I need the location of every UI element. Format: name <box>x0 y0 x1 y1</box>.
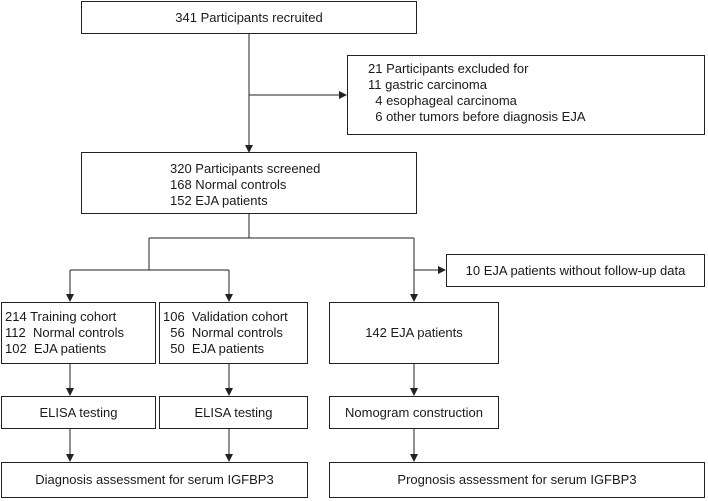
excluded-line: 4 esophageal carcinoma <box>368 93 517 108</box>
excluded-line: 11 gastric carcinoma <box>368 77 487 92</box>
recruited-text: 341 Participants recruited <box>175 9 323 25</box>
validation-line: 106 Validation cohort <box>163 309 288 324</box>
validation-line: 56 Normal controls <box>163 325 283 340</box>
excluded-box: 21 Participants excluded for 11 gastric … <box>347 55 705 135</box>
screened-line: 320 Participants screened <box>170 161 321 176</box>
no-followup-box: 10 EJA patients without follow-up data <box>446 254 705 287</box>
elisa-testing-training-box: ELISA testing <box>1 396 156 429</box>
screened-line: 168 Normal controls <box>170 177 287 192</box>
diagnosis-assessment-box: Diagnosis assessment for serum IGFBP3 <box>1 462 308 498</box>
prognosis-cohort-box: 142 EJA patients <box>329 302 499 364</box>
screened-box: 320 Participants screened 168 Normal con… <box>81 152 417 214</box>
recruited-box: 341 Participants recruited <box>81 1 417 34</box>
nomogram-construction-box: Nomogram construction <box>329 396 499 429</box>
no-followup-text: 10 EJA patients without follow-up data <box>465 262 686 278</box>
elisa-testing-validation-box: ELISA testing <box>159 396 308 429</box>
excluded-line: 6 other tumors before diagnosis EJA <box>368 109 586 124</box>
prognosis-assessment-box: Prognosis assessment for serum IGFBP3 <box>329 462 705 498</box>
excluded-line: 21 Participants excluded for <box>368 61 529 76</box>
validation-line: 50 EJA patients <box>163 341 265 356</box>
prognosis-assessment-text: Prognosis assessment for serum IGFBP3 <box>397 472 637 487</box>
training-cohort-box: 214 Training cohort 112 Normal controls … <box>1 302 156 364</box>
elisa-testing-text: ELISA testing <box>39 404 118 420</box>
training-line: 112 Normal controls <box>5 325 124 340</box>
diagnosis-assessment-text: Diagnosis assessment for serum IGFBP3 <box>35 472 274 487</box>
validation-cohort-box: 106 Validation cohort 56 Normal controls… <box>159 302 308 364</box>
training-line: 102 EJA patients <box>5 341 107 356</box>
nomogram-text: Nomogram construction <box>345 404 483 420</box>
training-line: 214 Training cohort <box>5 309 117 324</box>
screened-line: 152 EJA patients <box>170 193 268 208</box>
prognosis-cohort-text: 142 EJA patients <box>365 325 463 340</box>
elisa-testing-text: ELISA testing <box>194 404 273 420</box>
